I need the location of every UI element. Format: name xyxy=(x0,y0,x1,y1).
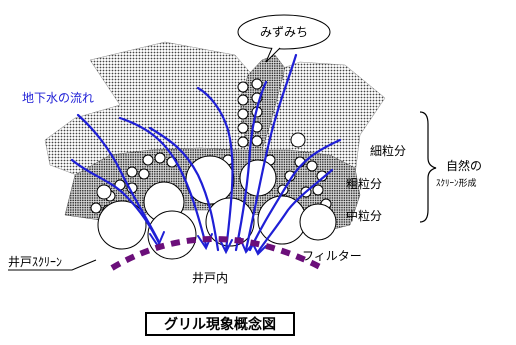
filter-label: フィルター xyxy=(302,249,362,263)
well-inside-label: 井戸内 xyxy=(192,271,229,285)
well-screen-label: 井戸ｽｸﾘｰﾝ xyxy=(8,255,63,269)
groundwater-flow-lines xyxy=(70,53,342,254)
grain-bracket xyxy=(419,111,437,223)
diagram-title: グリル現象概念図 xyxy=(145,312,295,336)
coarse-grain-label: 粗粒分 xyxy=(346,177,383,191)
fine-grain-label: 細粒分 xyxy=(370,144,407,158)
mizumichi-bubble xyxy=(237,14,331,63)
groundwater-flow-label: 地下水の流れ xyxy=(22,91,95,105)
well-screen-leader xyxy=(8,259,97,271)
natural-screen-label-line2: ｽｸﾘｰﾝ形成 xyxy=(436,179,477,189)
medium-grain-label: 中粒分 xyxy=(346,209,383,223)
mizumichi-label: みずみち xyxy=(260,25,309,39)
natural-screen-label-line1: 自然の xyxy=(446,159,483,173)
